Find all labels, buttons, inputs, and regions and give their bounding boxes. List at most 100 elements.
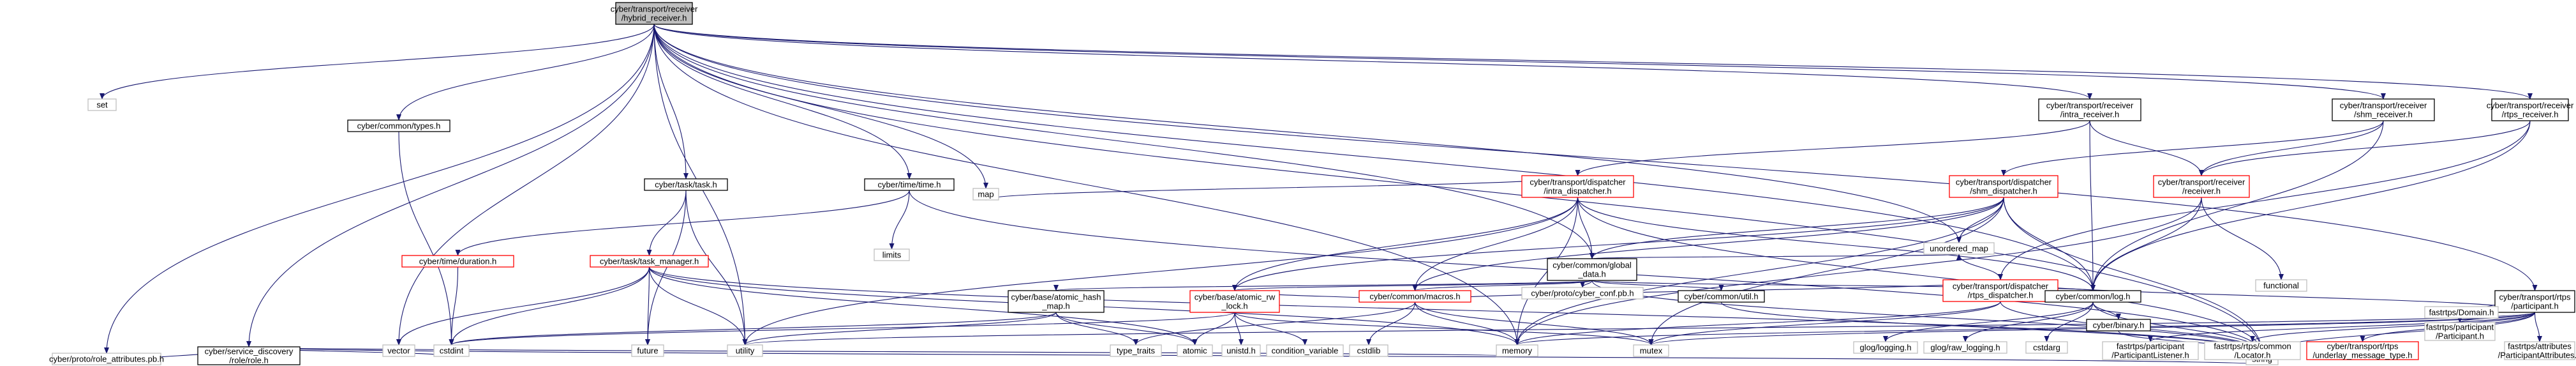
- node-globaldata[interactable]: cyber/common/global_data.h: [1547, 258, 1637, 281]
- node-utility: utility: [727, 344, 763, 357]
- edge-intrarecv-to-receiver: [2089, 120, 2204, 176]
- node-rtpsrecv[interactable]: cyber/transport/receiver/rtps_receiver.h: [2487, 98, 2574, 121]
- node-label-receiver-0: cyber/transport/receiver: [2158, 178, 2245, 187]
- node-label-future-0: future: [637, 346, 658, 356]
- edge-shmdisp-to-memory: [1514, 197, 2004, 346]
- node-box-limits: [874, 248, 910, 261]
- edge-shmrecv-to-log: [2090, 120, 2384, 291]
- node-atomichash[interactable]: cyber/base/atomic_hash_map.h: [1008, 290, 1105, 313]
- node-label-shmrecv-1: /shm_receiver.h: [2354, 110, 2413, 119]
- edge-hybrid-to-rtpsrecv: [653, 24, 2533, 100]
- node-box-shmdisp: [1949, 175, 2059, 198]
- edge-intradisp-to-utility: [742, 197, 1579, 346]
- edge-shmdisp-to-log: [2003, 197, 2096, 291]
- node-servicedisc[interactable]: cyber/service_discovery/role/role.h: [197, 346, 301, 365]
- node-box-functional: [2255, 279, 2307, 292]
- node-label-atomichash-1: _map.h: [1041, 301, 1069, 311]
- node-intrarecv[interactable]: cyber/transport/receiver/intra_receiver.…: [2038, 98, 2141, 121]
- node-tasktask[interactable]: cyber/task/task.h: [644, 178, 728, 191]
- node-receiver[interactable]: cyber/transport/receiver/receiver.h: [2153, 175, 2250, 198]
- edge-servicedisc-to-memory: [248, 346, 1519, 357]
- node-commontypes[interactable]: cyber/common/types.h: [347, 119, 450, 132]
- node-hybrid[interactable]: cyber/transport/receiver/hybrid_receiver…: [611, 2, 698, 25]
- node-label-rtpsrecv-1: /rtps_receiver.h: [2502, 110, 2559, 119]
- node-label-unistd-0: unistd.h: [1226, 346, 1256, 356]
- node-label-vector-0: vector: [387, 346, 410, 356]
- edge-shmdisp-to-mutex: [1648, 197, 2004, 346]
- edge-participant-to-partattr: [2534, 312, 2542, 342]
- node-label-receiver-1: /receiver.h: [2182, 187, 2221, 196]
- node-label-taskmanager-0: cyber/task/task_manager.h: [600, 257, 699, 266]
- node-box-typetraits: [1110, 344, 1162, 357]
- node-box-tasktask: [644, 178, 728, 191]
- edge-rtpsdisp-to-memory: [1514, 301, 2001, 346]
- node-label-atomicrw-0: cyber/base/atomic_rw: [1195, 293, 1276, 302]
- node-box-log: [2044, 290, 2141, 303]
- edge-taskmanager-to-string: [648, 266, 2265, 354]
- node-label-fpart-1: /Participant.h: [2436, 332, 2484, 341]
- edge-rtpsrecv-to-log: [2090, 120, 2531, 291]
- edge-commontypes-to-cstdint: [398, 131, 454, 346]
- edge-intradisp-to-string: [1577, 197, 2265, 354]
- node-label-shmrecv-0: cyber/transport/receiver: [2340, 101, 2427, 111]
- node-cstdlib: cstdlib: [1349, 344, 1389, 357]
- node-underlay[interactable]: cyber/transport/rtps/underlay_message_ty…: [2306, 341, 2419, 360]
- node-label-servicedisc-1: /role/role.h: [229, 356, 268, 365]
- edge-participant-to-partlistener: [2148, 312, 2536, 342]
- node-box-macros: [1359, 290, 1471, 303]
- node-label-roleattr-0: cyber/proto/role_attributes.pb.h: [49, 355, 164, 364]
- node-label-hybrid-1: /hybrid_receiver.h: [622, 13, 687, 23]
- node-typetraits: type_traits: [1110, 344, 1162, 357]
- node-util[interactable]: cyber/common/util.h: [1678, 290, 1765, 303]
- node-box-hybrid: [615, 2, 693, 25]
- edge-duration-to-cstdint: [449, 266, 459, 346]
- node-intradisp[interactable]: cyber/transport/dispatcher/intra_dispatc…: [1521, 175, 1634, 198]
- edge-hybrid-to-shmrecv: [653, 24, 2386, 100]
- node-label-participant-0: cyber/transport/rtps: [2499, 293, 2571, 302]
- edge-atomichash-to-atomic: [1055, 312, 1198, 346]
- node-duration[interactable]: cyber/time/duration.h: [401, 255, 514, 268]
- node-label-underlay-0: cyber/transport/rtps: [2327, 342, 2399, 351]
- edge-atomichash-to-typetraits: [1055, 312, 1138, 346]
- node-box-cstdlib: [1349, 344, 1389, 357]
- node-limits: limits: [874, 248, 910, 261]
- edge-taskmanager-to-utility: [648, 266, 748, 346]
- node-label-binary-0: cyber/binary.h: [2093, 321, 2145, 330]
- edge-hybrid-to-log: [653, 24, 2096, 291]
- node-label-functional-0: functional: [2263, 281, 2299, 291]
- node-binary[interactable]: cyber/binary.h: [2086, 319, 2151, 332]
- node-label-partattr-0: fastrtps/attributes: [2508, 342, 2572, 351]
- node-shmrecv[interactable]: cyber/transport/receiver/shm_receiver.h: [2332, 98, 2435, 121]
- node-box-atomichash: [1008, 290, 1105, 313]
- edge-intrarecv-to-intradisp: [1575, 120, 2090, 176]
- edge-participant-to-memory: [1515, 312, 2536, 346]
- node-taskmanager[interactable]: cyber/task/task_manager.h: [590, 255, 709, 268]
- edge-shmdisp-to-unorderedmap: [1956, 197, 2004, 243]
- node-label-memory-0: memory: [1502, 346, 1532, 356]
- node-participant[interactable]: cyber/transport/rtps/participant.h: [2494, 290, 2575, 313]
- node-label-partlistener-0: fastrtps/participant: [2117, 342, 2185, 351]
- node-label-domain-0: fastrtps/Domain.h: [2429, 308, 2494, 317]
- edge-rtpsrecv-to-rtpsdisp: [1998, 120, 2531, 280]
- edge-hybrid-to-globaldata: [653, 24, 1595, 259]
- node-atomicrw[interactable]: cyber/base/atomic_rw_lock.h: [1189, 290, 1280, 313]
- edge-shmrecv-to-receiver: [2199, 120, 2384, 176]
- node-rtpsdisp[interactable]: cyber/transport/dispatcher/rtps_dispatch…: [1942, 279, 2059, 302]
- node-box-unorderedmap: [1923, 242, 1995, 255]
- node-unorderedmap: unordered_map: [1923, 242, 1995, 255]
- node-shmdisp[interactable]: cyber/transport/dispatcher/shm_dispatche…: [1949, 175, 2059, 198]
- node-box-unistd: [1221, 344, 1261, 357]
- node-timetime[interactable]: cyber/time/time.h: [864, 178, 955, 191]
- node-label-cstdarg-0: cstdarg: [2033, 343, 2060, 353]
- node-label-log-0: cyber/common/log.h: [2055, 292, 2130, 301]
- node-box-partattr: [2504, 341, 2575, 360]
- edge-shmdisp-to-macros: [1412, 197, 2004, 291]
- node-label-servicedisc-0: cyber/service_discovery: [205, 347, 294, 356]
- node-box-memory: [1496, 344, 1538, 357]
- edge-shmdisp-to-globaldata: [1590, 197, 2004, 259]
- node-box-globaldata: [1547, 258, 1637, 281]
- node-label-partattr-1: /ParticipantAttributes.h: [2498, 351, 2576, 360]
- edge-atomicrw-to-cstdint: [449, 312, 1235, 346]
- node-log[interactable]: cyber/common/log.h: [2044, 290, 2141, 303]
- node-macros[interactable]: cyber/common/macros.h: [1359, 290, 1471, 303]
